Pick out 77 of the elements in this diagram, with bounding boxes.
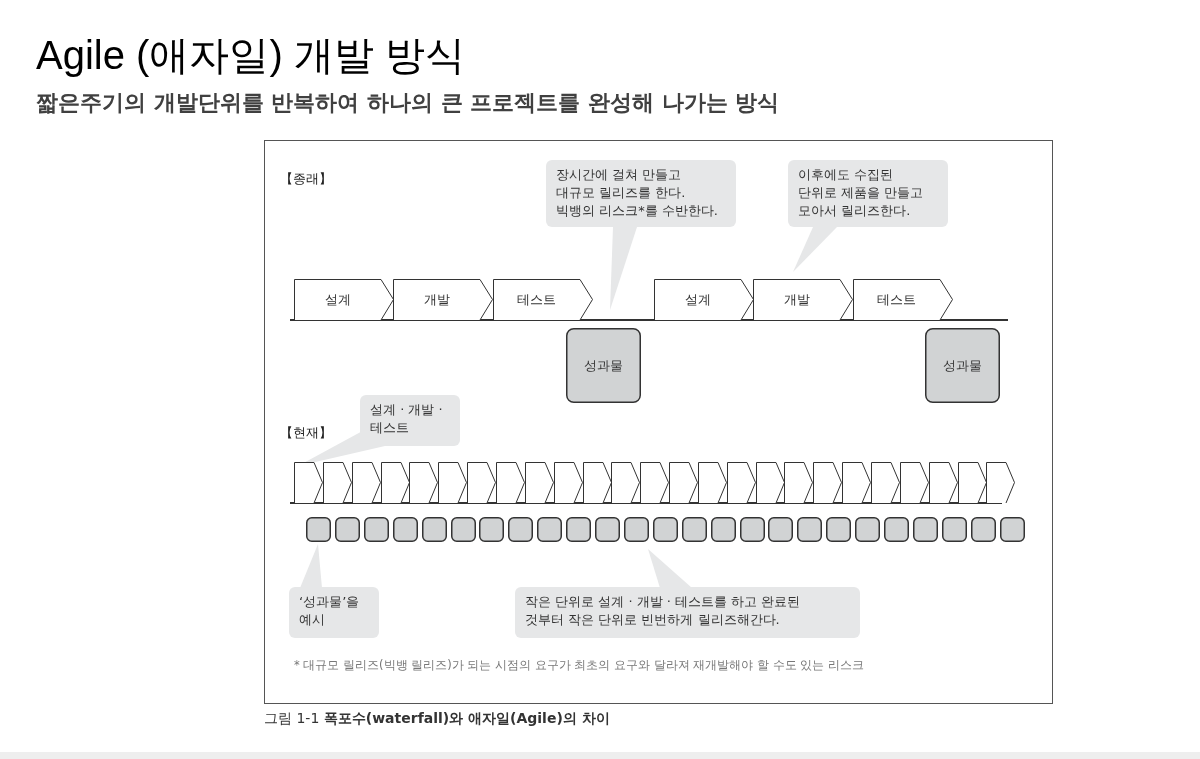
process-step (813, 462, 843, 503)
box-label: 성과물 (942, 356, 983, 375)
deliverable-box (652, 517, 678, 542)
process-step (986, 462, 1016, 503)
process-step (294, 462, 323, 503)
process-step (438, 462, 468, 503)
deliverable-box (392, 517, 418, 542)
page-title: Agile (애자일) 개발 방식 (36, 32, 465, 79)
step-label: 테스트 (516, 290, 557, 309)
process-step (784, 462, 814, 503)
process-step (928, 462, 958, 503)
process-step (351, 462, 381, 503)
callout-text: 장시간에 걸쳐 만들고 대규모 릴리즈를 한다. 빅뱅의 리스크*를 수반한다. (556, 166, 719, 220)
deliverable-box (479, 517, 505, 542)
deliverable-box (999, 517, 1025, 542)
callout-text: 설계 · 개발 · 테스트 (370, 401, 444, 437)
step-label: 개발 (422, 290, 451, 309)
process-step (380, 462, 410, 503)
figure-caption: 그림 1-1 폭포수(waterfall)와 애자일(Agile)의 차이 (264, 710, 610, 728)
section-label: 【종래】 (280, 170, 332, 188)
deliverable-box (450, 517, 476, 542)
box-label: 성과물 (583, 356, 624, 375)
process-step (755, 462, 785, 503)
deliverable-box (710, 517, 736, 542)
deliverable-box (925, 328, 1000, 403)
deliverable-box (855, 517, 881, 542)
footnote: * 대규모 릴리즈(빅뱅 릴리즈)가 되는 시점의 요구가 최초의 요구와 달라져 재개발해야 할 수도 있는 리스크 (294, 658, 864, 673)
deliverable-box (306, 517, 331, 542)
process-step (393, 279, 493, 320)
step-label: 설계 (323, 290, 352, 309)
deliverable-box (970, 517, 996, 542)
process-step (899, 462, 929, 503)
deliverable-box (334, 517, 360, 542)
step-label: 테스트 (876, 290, 917, 309)
callout-text: ‘성과물’을 예시 (299, 593, 361, 629)
process-step (640, 462, 670, 503)
deliverable-box (421, 517, 447, 542)
deliverable-box (363, 517, 389, 542)
process-step (493, 279, 593, 320)
process-step (409, 462, 439, 503)
process-step (726, 462, 756, 503)
process-step (853, 279, 953, 320)
step-label: 개발 (782, 290, 811, 309)
deliverable-box (884, 517, 909, 542)
deliverable-box (681, 517, 707, 542)
callout-text: 이후에도 수집된 단위로 제품을 만들고 모아서 릴리즈한다. (798, 166, 925, 220)
process-step (654, 279, 754, 320)
process-step (871, 462, 900, 503)
deliverable-box (739, 517, 765, 542)
deliverable-box (537, 517, 563, 542)
deliverable-box (566, 517, 592, 542)
subtitle: 짧은주기의 개발단위를 반복하여 하나의 큰 프로젝트를 완성해 나가는 방식 (36, 89, 780, 117)
deliverable-box (826, 517, 852, 542)
process-step (322, 462, 352, 503)
deliverable-box (595, 517, 620, 542)
deliverable-box (508, 517, 534, 542)
process-step (294, 279, 394, 320)
deliverable-box (912, 517, 938, 542)
process-step (495, 462, 525, 503)
process-step (524, 462, 554, 503)
process-step (611, 462, 641, 503)
deliverable-box (941, 517, 967, 542)
deliverable-box (768, 517, 794, 542)
callout-text: 작은 단위로 설계 · 개발 · 테스트를 하고 완료된 것부터 작은 단위로 빈번하게 릴리즈해간다. (525, 593, 802, 629)
process-step (582, 462, 612, 503)
deliverable-box (623, 517, 649, 542)
process-step (553, 462, 583, 503)
deliverable-box (797, 517, 823, 542)
process-step (467, 462, 497, 503)
deliverable-box (566, 328, 641, 403)
step-label: 설계 (683, 290, 712, 309)
process-step (753, 279, 853, 320)
process-step (669, 462, 699, 503)
process-step (957, 462, 987, 503)
section-label: 【현재】 (280, 424, 332, 442)
process-step (697, 462, 727, 503)
process-step (842, 462, 872, 503)
